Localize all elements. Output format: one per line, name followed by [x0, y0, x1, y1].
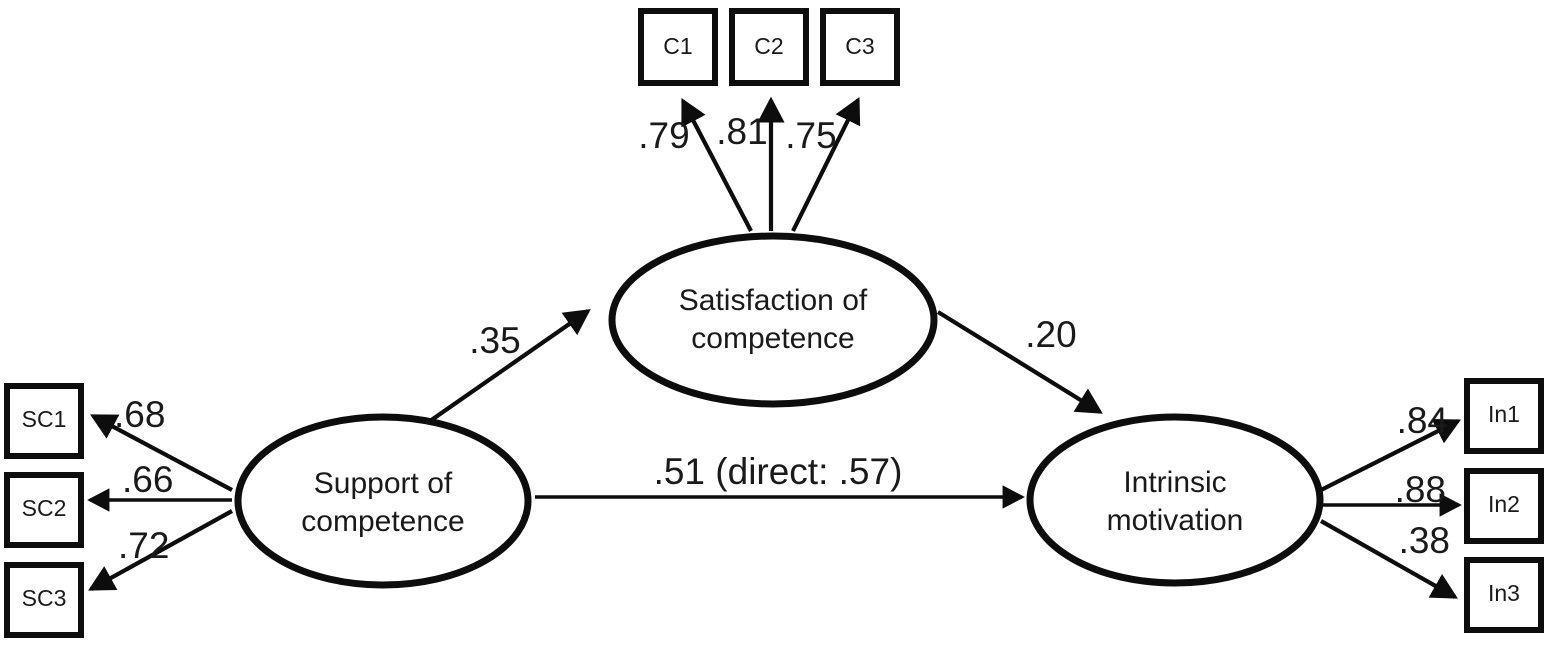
loading-label-in2: .88: [1395, 469, 1446, 510]
loading-arrow-in1: [1320, 419, 1462, 492]
loading-arrow-sc1: [90, 414, 233, 492]
loading-label-in3: .38: [1399, 520, 1450, 561]
indicator-box-in3: In3: [1464, 557, 1544, 633]
satisfaction-label-line1: Satisfaction of: [679, 284, 868, 317]
intrinsic-label-line2: motivation: [1107, 504, 1244, 537]
sc2-rect: [4, 472, 84, 548]
in3-label: In3: [1488, 580, 1520, 606]
indicator-box-in1: In1: [1464, 378, 1544, 454]
support-label-line1: Support of: [314, 467, 453, 500]
satisfaction-ellipse: [608, 232, 938, 408]
c3-rect: [820, 8, 900, 86]
c1-rect: [638, 8, 718, 86]
sc1-label: SC1: [22, 406, 67, 432]
path-label-support-to-intrinsic: .51 (direct: .57): [654, 451, 903, 492]
latent-node-satisfaction: Satisfaction of competence: [608, 232, 938, 408]
path-arrow-support-to-satisfaction: [428, 309, 591, 423]
loading-label-sc3: .72: [118, 525, 169, 566]
loading-arrow-c1: [681, 98, 753, 232]
loading-label-c2: .81: [716, 111, 767, 152]
sc2-label: SC2: [22, 495, 67, 521]
in2-rect: [1464, 468, 1544, 544]
indicator-box-sc2: SC2: [4, 472, 84, 548]
in1-rect: [1464, 378, 1544, 454]
indicator-box-c3: C3: [820, 8, 900, 86]
loading-label-sc1: .68: [114, 394, 165, 435]
latent-node-support: Support of competence: [234, 413, 532, 589]
loading-arrow-in3: [1319, 519, 1458, 599]
in1-label: In1: [1488, 401, 1520, 427]
loading-label-in1: .84: [1397, 400, 1448, 441]
loading-arrow-c3: [791, 96, 861, 232]
indicator-box-in2: In2: [1464, 468, 1544, 544]
intrinsic-ellipse: [1026, 413, 1324, 587]
path-label-satisfaction-to-intrinsic: .20: [1025, 314, 1076, 355]
in2-label: In2: [1488, 491, 1520, 517]
satisfaction-label-line2: competence: [691, 322, 854, 355]
sc3-rect: [4, 562, 84, 638]
c2-label: C2: [754, 33, 783, 59]
indicator-box-c2: C2: [729, 8, 809, 86]
loading-arrow-sc3: [88, 509, 234, 591]
path-arrow-satisfaction-to-intrinsic: [936, 310, 1103, 414]
in3-rect: [1464, 557, 1544, 633]
path-label-support-to-satisfaction: .35: [469, 320, 520, 361]
loading-label-sc2: .66: [122, 459, 173, 500]
intrinsic-label-line1: Intrinsic: [1123, 466, 1226, 499]
support-label-line2: competence: [301, 505, 464, 538]
loading-label-c1: .79: [638, 115, 689, 156]
sc1-rect: [4, 383, 84, 459]
indicator-box-sc3: SC3: [4, 562, 84, 638]
loading-label-c3: .75: [785, 115, 836, 156]
support-ellipse: [234, 413, 532, 589]
c2-rect: [729, 8, 809, 86]
latent-node-intrinsic: Intrinsic motivation: [1026, 413, 1324, 587]
c1-label: C1: [663, 33, 692, 59]
c3-label: C3: [845, 33, 874, 59]
indicator-box-sc1: SC1: [4, 383, 84, 459]
indicator-box-c1: C1: [638, 8, 718, 86]
sc3-label: SC3: [22, 585, 67, 611]
